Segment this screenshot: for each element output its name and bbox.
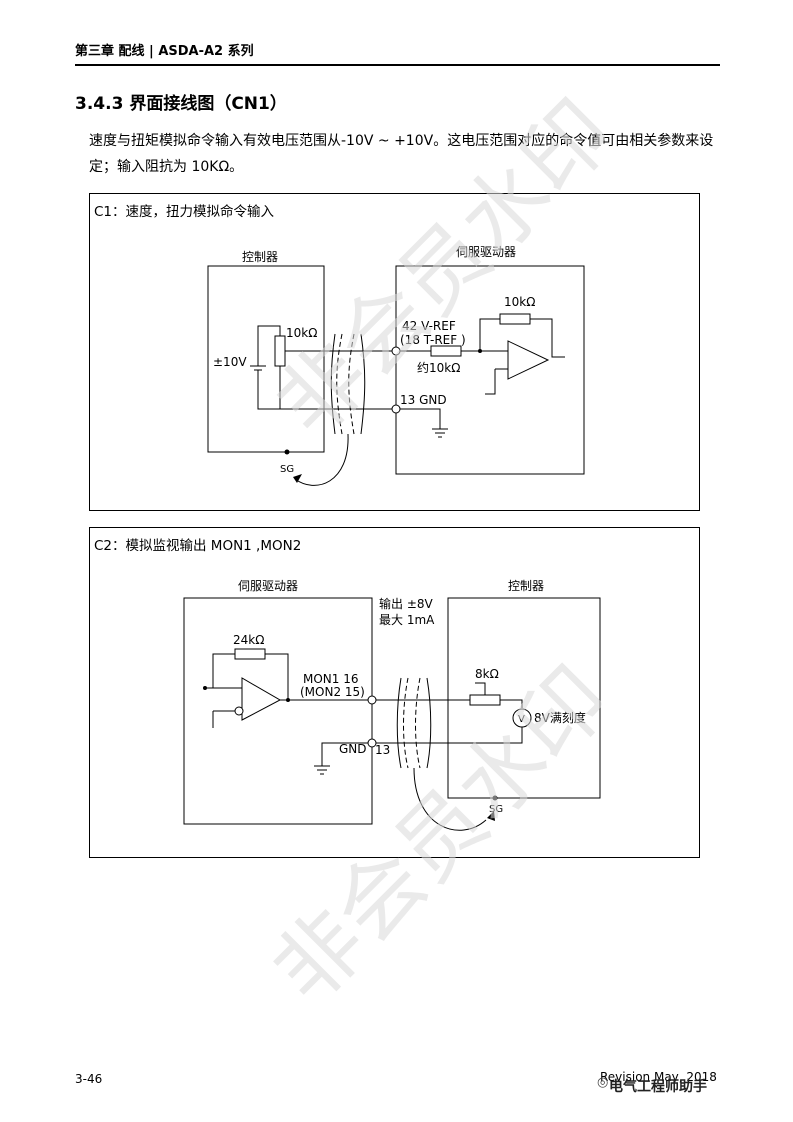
body-paragraph: 速度与扭矩模拟命令输入有效电压范围从-10V ~ +10V。这电压范围对应的命令… (89, 133, 714, 175)
c2-output-label: 输出 ±8V (379, 596, 434, 611)
c1-gnd-terminal (391, 404, 401, 414)
c1-servo-label: 伺服驱动器 (456, 245, 516, 259)
c1-vref-terminal (391, 346, 401, 356)
page-number: 3-46 (75, 1072, 103, 1086)
c2-gnd-pin: 13 (375, 743, 390, 757)
c1-pot-symbol (274, 335, 286, 367)
c1-servo-box (395, 265, 585, 475)
c1-input-r-label: 约10kΩ (417, 360, 460, 375)
c1-voltage-label: ±10V (213, 355, 247, 369)
c2-gnd-label: GND (339, 742, 367, 756)
c2-feedback-r-label: 24kΩ (233, 633, 264, 647)
c1-diagram-box: C1：速度，扭力模拟命令输入 (89, 193, 700, 511)
c2-mon2-label: (MON2 15) (300, 685, 365, 699)
c1-sg-label: SG (280, 464, 294, 475)
c2-meter-label: 8V满刻度 (534, 710, 586, 725)
c2-mon1-label: MON1 16 (303, 672, 359, 686)
c2-gnd-terminal (367, 738, 377, 748)
section-title: 3.4.3 界面接线图（CN1） (75, 94, 287, 114)
c1-feedback-r-label: 10kΩ (504, 295, 535, 309)
c1-pot-label: 10kΩ (286, 326, 317, 340)
c2-diagram-box: C2：模拟监视输出 MON1 ,MON2 (89, 527, 700, 858)
c1-gnd-label: 13 GND (400, 393, 447, 407)
c1-vref-label: 42 V-REF (402, 319, 456, 333)
c1-tref-label: (18 T-REF ) (400, 333, 466, 347)
c1-controller-box (207, 265, 325, 453)
header-rule (75, 64, 720, 66)
wechat-label: 电气工程师助手 (609, 1079, 707, 1095)
c1-opamp (507, 340, 550, 380)
c1-title: C1：速度，扭力模拟命令输入 (94, 204, 275, 220)
c1-controller-label: 控制器 (242, 250, 278, 264)
c2-sg-label: SG (489, 804, 503, 815)
c2-servo-label: 伺服驱动器 (238, 579, 298, 593)
c2-title: C2：模拟监视输出 MON1 ,MON2 (94, 538, 302, 554)
c1-input-resistor (430, 345, 462, 357)
c2-controller-box (447, 597, 601, 799)
c2-servo-box (183, 597, 373, 825)
c2-meter-symbol: V (518, 714, 525, 725)
c2-feedback-resistor (234, 648, 266, 660)
c1-feedback-resistor (499, 313, 531, 325)
c2-mon-terminal (367, 695, 377, 705)
c2-pot-symbol (469, 694, 501, 706)
c2-circuit-diagram: 伺服驱动器 控制器 输出 ±8V 最大 1mA 24kΩ MON1 16 (MO… (183, 579, 601, 831)
c2-opamp (241, 677, 282, 721)
revision-text: Revision May, 2018 (600, 1070, 717, 1084)
c2-controller-label: 控制器 (508, 579, 544, 593)
chapter-header: 第三章 配线 | ASDA-A2 系列 (75, 44, 254, 59)
wechat-icon: ◎ (597, 1075, 609, 1090)
c2-pot-label: 8kΩ (475, 667, 499, 681)
c2-max-label: 最大 1mA (379, 613, 435, 627)
c1-circuit-diagram: 控制器 伺服驱动器 10kΩ ±10V 42 V-REF (18 T-REF )… (207, 245, 585, 486)
